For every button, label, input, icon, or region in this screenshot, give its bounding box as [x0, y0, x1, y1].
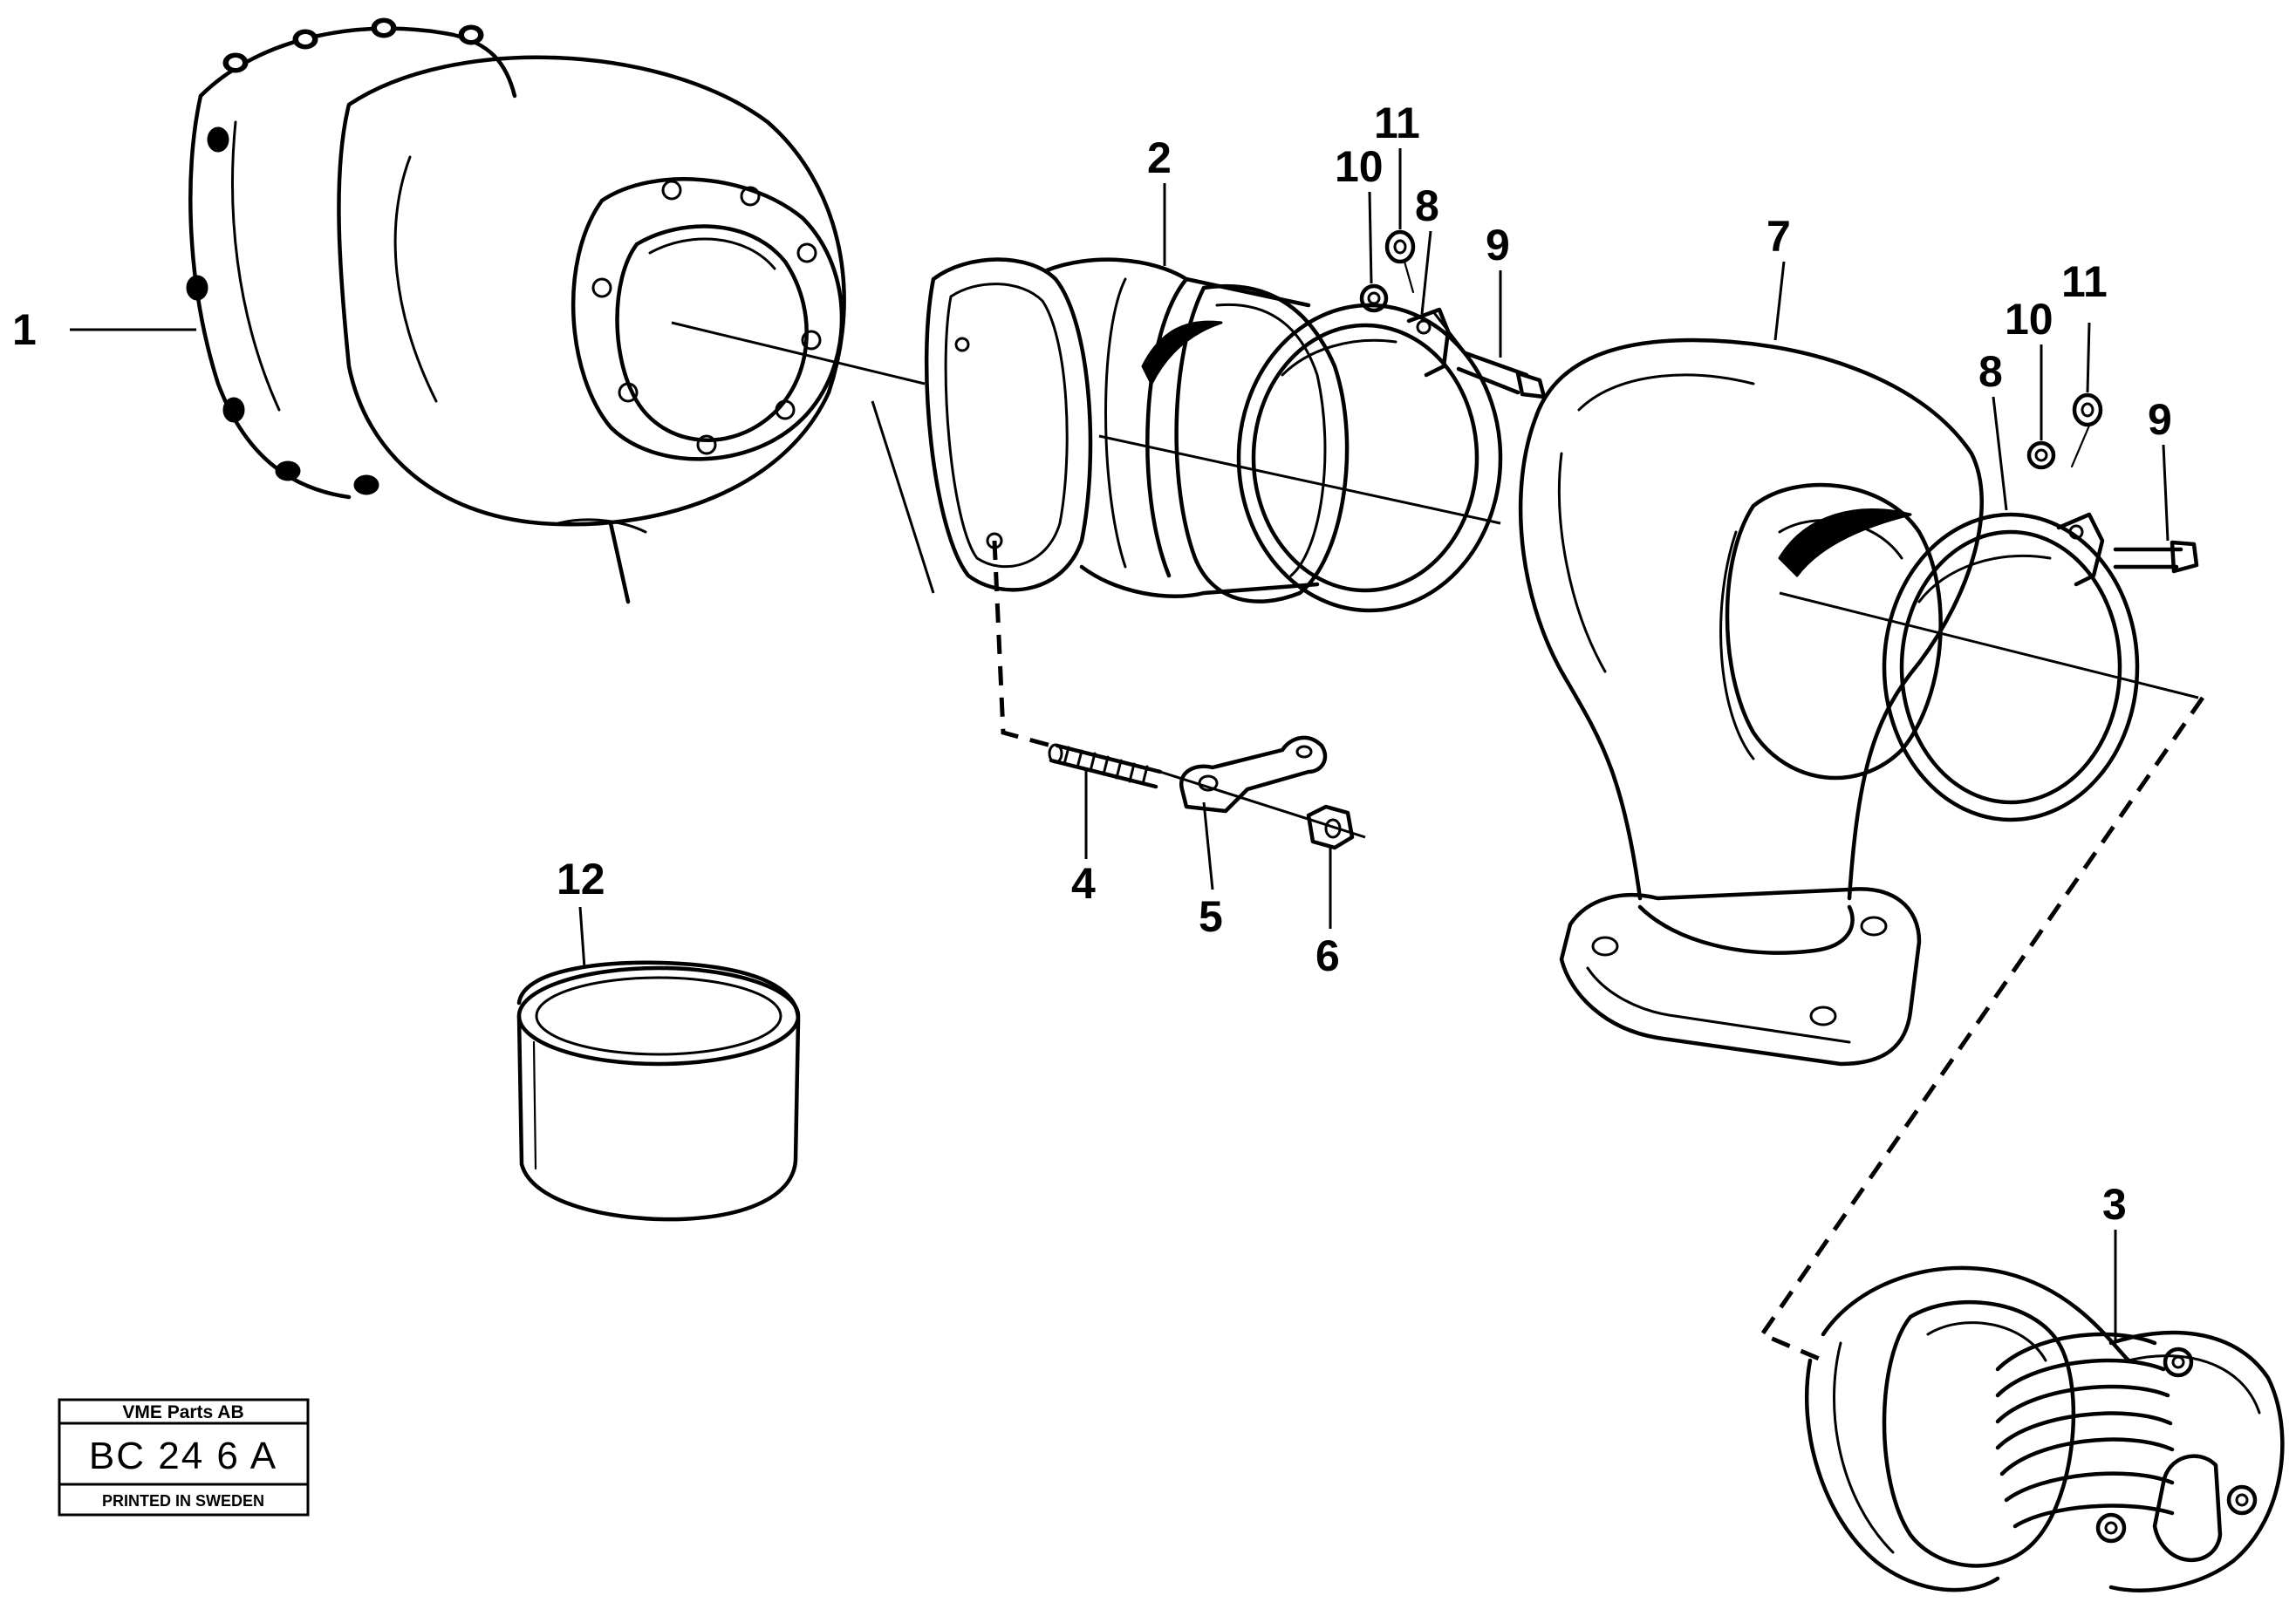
stamp-company: VME Parts AB [122, 1402, 243, 1422]
callouts: 1 2 3 4 5 6 7 8 8 9 9 10 10 11 11 12 [12, 99, 2172, 1229]
callout-10a: 10 [1335, 142, 1384, 191]
part-3-actuator [1804, 1265, 2285, 1592]
part-8-clamp-left [1236, 229, 1547, 613]
dashed-guide-actuator [1759, 696, 2205, 1363]
part-1-turbo-housing [186, 17, 846, 604]
stamp-code: BC 24 6 A [89, 1435, 277, 1477]
part-12-sleeve [516, 960, 801, 1222]
callout-9b: 9 [2148, 395, 2172, 444]
stamp-printed: PRINTED IN SWEDEN [102, 1492, 264, 1510]
part-4-stud [1048, 743, 1163, 789]
callout-10b: 10 [2005, 295, 2053, 344]
part-2-adapter-sleeve [924, 257, 1350, 603]
callout-9a: 9 [1486, 221, 1510, 269]
part-5-lock-plate [1179, 735, 1328, 814]
callout-6: 6 [1315, 931, 1340, 980]
callout-2: 2 [1147, 133, 1172, 182]
alignment-lines [671, 321, 2205, 1363]
dashed-guide-stud [992, 540, 1052, 748]
callout-11b: 11 [2061, 257, 2108, 306]
callout-1: 1 [12, 305, 37, 354]
callout-4: 4 [1071, 859, 1096, 908]
callout-8b: 8 [1978, 347, 2003, 396]
leader-lines [70, 148, 2170, 1343]
part-7-elbow-outlet [1518, 338, 1984, 1067]
callout-5: 5 [1199, 892, 1223, 941]
callout-7: 7 [1766, 212, 1791, 261]
document-stamp: VME Parts AB BC 24 6 A PRINTED IN SWEDEN [58, 1398, 310, 1517]
callout-8a: 8 [1415, 181, 1439, 230]
part-8-clamp-right [1882, 392, 2199, 822]
callout-11a: 11 [1374, 99, 1420, 147]
callout-12: 12 [557, 855, 605, 903]
callout-3: 3 [2102, 1180, 2127, 1229]
